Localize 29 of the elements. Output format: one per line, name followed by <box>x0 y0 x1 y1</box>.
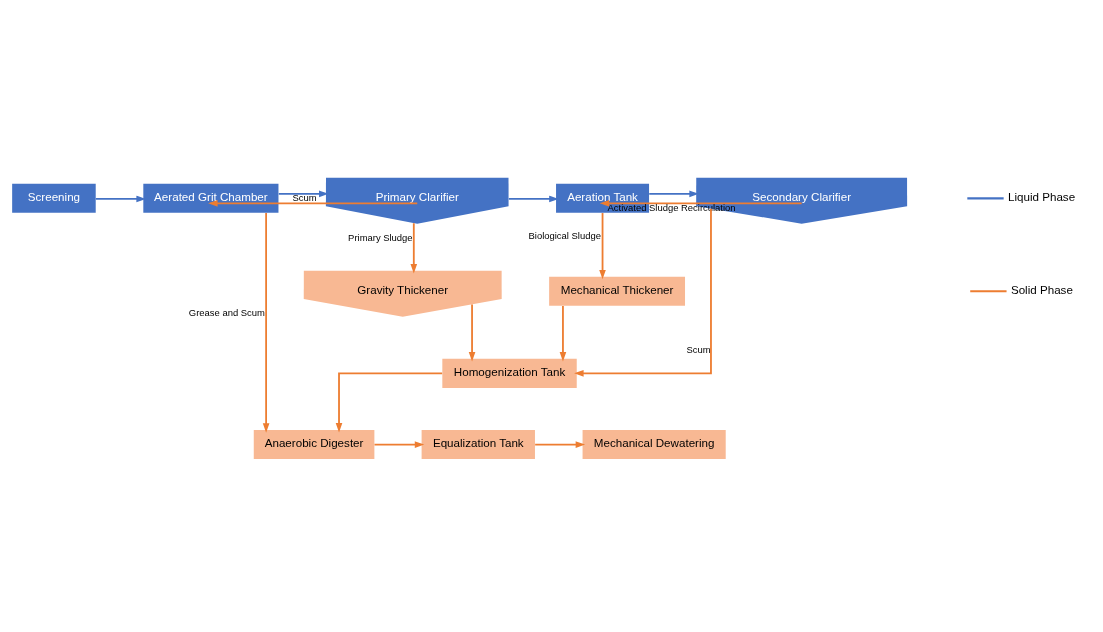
arrow <box>574 207 712 377</box>
node-box: Aerated Grit Chamber <box>143 183 279 213</box>
node-box: Screening <box>12 183 96 213</box>
arrow <box>262 212 270 433</box>
edge-label: Scum <box>686 343 711 355</box>
node-box: Homogenization Tank <box>442 358 577 388</box>
arrow <box>410 222 418 274</box>
arrow <box>208 200 419 207</box>
arrow <box>373 441 425 448</box>
edge-label: Scum <box>292 191 317 203</box>
node-box: Equalization Tank <box>421 430 535 460</box>
node-box: Mechanical Dewatering <box>582 430 726 460</box>
edge-label: Biological Sludge <box>528 230 601 242</box>
arrow <box>507 195 559 203</box>
arrow <box>534 441 586 448</box>
edge-label: Primary Sludge <box>348 232 413 244</box>
arrow <box>468 303 476 362</box>
arrow <box>335 372 444 433</box>
node-box: Anaerobic Digester <box>253 430 375 460</box>
legend-label: Liquid Phase <box>1008 190 1076 204</box>
arrow <box>559 305 567 362</box>
edge-label: Grease and Scum <box>188 306 265 318</box>
arrow <box>277 190 329 198</box>
arrow <box>648 190 699 198</box>
arrow <box>599 212 606 280</box>
node-box: Mechanical Thickener <box>549 276 685 306</box>
arrow <box>599 200 803 207</box>
legend-label: Solid Phase <box>1010 283 1073 297</box>
arrow <box>94 195 146 203</box>
